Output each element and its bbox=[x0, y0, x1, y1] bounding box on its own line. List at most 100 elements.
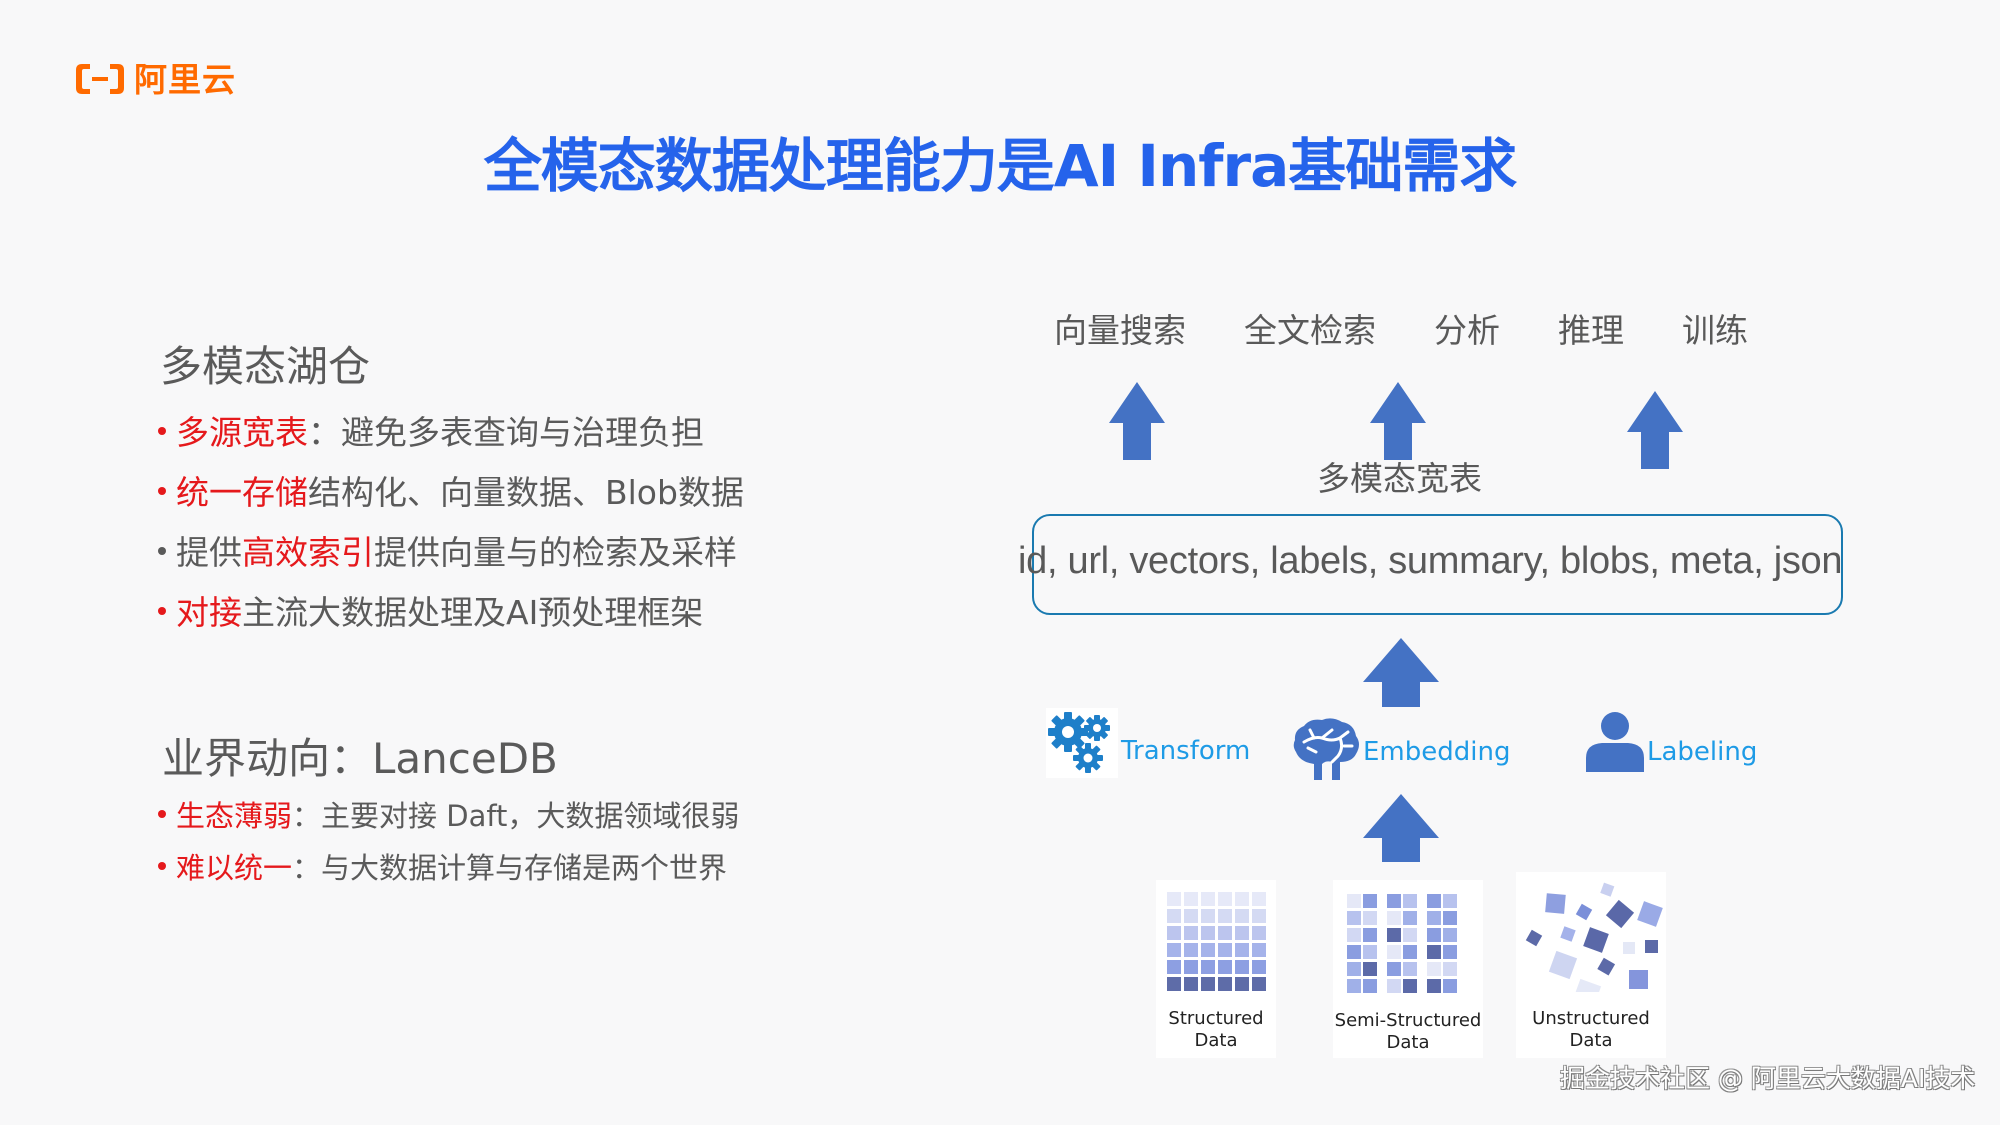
semi-structured-data-label-line1: Semi-Structured bbox=[1334, 1010, 1482, 1031]
bullet-text: ：主要对接 Daft，大数据领域很弱 bbox=[292, 799, 740, 833]
grid-cell bbox=[1167, 926, 1181, 940]
bullet-highlight: 统一存储 bbox=[176, 473, 308, 512]
grid-cell bbox=[1201, 926, 1215, 940]
grid-cell bbox=[1201, 943, 1215, 957]
grid-cell bbox=[1167, 892, 1181, 906]
bullet-item: 生态薄弱：主要对接 Daft，大数据领域很弱 bbox=[158, 802, 739, 831]
unstructured-data-label-line2: Data bbox=[1569, 1030, 1613, 1051]
grid-cell bbox=[1347, 979, 1361, 993]
section-heading-industry-trend: 业界动向：LanceDB bbox=[162, 734, 558, 783]
grid-cell bbox=[1443, 911, 1457, 925]
bullet-text: ：与大数据计算与存储是两个世界 bbox=[292, 851, 728, 885]
grid-cell bbox=[1235, 960, 1249, 974]
bullet-highlight: 多源宽表 bbox=[176, 413, 308, 452]
semi-structured-grid-icon bbox=[1347, 894, 1467, 998]
grid-cell bbox=[1235, 909, 1249, 923]
grid-cell bbox=[1363, 945, 1377, 959]
grid-cell bbox=[1387, 945, 1401, 959]
grid-cell bbox=[1403, 894, 1417, 908]
grid-cell bbox=[1347, 911, 1361, 925]
transform-label: Transform bbox=[1121, 736, 1251, 766]
bullet-text: 提供向量与的检索及采样 bbox=[374, 533, 737, 572]
section-heading-lakehouse: 多模态湖仓 bbox=[160, 342, 371, 391]
bullet-item: 统一存储结构化、向量数据、Blob数据 bbox=[158, 476, 744, 509]
grid-cell bbox=[1387, 894, 1401, 908]
bullet-item: 多源宽表：避免多表查询与治理负担 bbox=[158, 416, 704, 449]
up-arrow-icon bbox=[1363, 794, 1439, 862]
grid-cell bbox=[1167, 960, 1181, 974]
bullet-text: ：避免多表查询与治理负担 bbox=[308, 413, 704, 452]
grid-cell bbox=[1387, 928, 1401, 942]
grid-cell bbox=[1427, 894, 1441, 908]
grid-cell bbox=[1363, 911, 1377, 925]
grid-cell bbox=[1235, 977, 1249, 991]
bullet-dot bbox=[158, 486, 166, 495]
grid-cell bbox=[1443, 894, 1457, 908]
grid-cell bbox=[1347, 962, 1361, 976]
watermark: 掘金技术社区 @ 阿里云大数据AI技术 bbox=[1560, 1064, 1976, 1093]
structured-data-label-line1: Structured bbox=[1168, 1008, 1264, 1029]
grid-cell bbox=[1427, 911, 1441, 925]
grid-cell bbox=[1363, 928, 1377, 942]
embedding-label: Embedding bbox=[1363, 737, 1511, 767]
up-arrow-icon bbox=[1363, 638, 1439, 707]
grid-cell bbox=[1427, 979, 1441, 993]
grid-cell bbox=[1363, 894, 1377, 908]
bullet-highlight: 对接 bbox=[176, 593, 242, 632]
grid-cell bbox=[1235, 943, 1249, 957]
unstructured-data-label-line1: Unstructured bbox=[1532, 1008, 1650, 1029]
labeling-label: Labeling bbox=[1647, 737, 1758, 767]
grid-cell bbox=[1252, 943, 1266, 957]
use-case-fulltext-search: 全文检索 bbox=[1244, 311, 1376, 350]
grid-cell bbox=[1363, 962, 1377, 976]
structured-data-card: Structured Data bbox=[1156, 880, 1276, 1058]
up-arrow-icon bbox=[1109, 382, 1165, 460]
grid-cell bbox=[1403, 928, 1417, 942]
grid-cell bbox=[1218, 977, 1232, 991]
use-case-analytics: 分析 bbox=[1434, 311, 1500, 350]
grid-cell bbox=[1347, 894, 1361, 908]
grid-cell bbox=[1252, 909, 1266, 923]
grid-cell bbox=[1218, 892, 1232, 906]
unstructured-data-card: Unstructured Data bbox=[1516, 872, 1666, 1058]
grid-cell bbox=[1403, 945, 1417, 959]
grid-cell bbox=[1218, 960, 1232, 974]
bullet-dot bbox=[158, 606, 166, 615]
grid-cell bbox=[1201, 909, 1215, 923]
grid-cell bbox=[1184, 943, 1198, 957]
bullet-highlight: 生态薄弱 bbox=[176, 799, 293, 833]
grid-cell bbox=[1201, 960, 1215, 974]
bullet-highlight: 高效索引 bbox=[242, 533, 374, 572]
bullet-dot bbox=[158, 546, 166, 555]
grid-cell bbox=[1184, 926, 1198, 940]
structured-grid-icon bbox=[1167, 892, 1267, 996]
up-arrow-icon bbox=[1627, 391, 1683, 469]
grid-cell bbox=[1252, 960, 1266, 974]
grid-cell bbox=[1218, 943, 1232, 957]
use-case-training: 训练 bbox=[1682, 311, 1748, 350]
bullet-item: 难以统一：与大数据计算与存储是两个世界 bbox=[158, 854, 727, 883]
grid-cell bbox=[1235, 926, 1249, 940]
aliyun-logo-icon bbox=[76, 64, 124, 94]
grid-cell bbox=[1347, 945, 1361, 959]
person-icon bbox=[1586, 712, 1644, 772]
grid-cell bbox=[1252, 926, 1266, 940]
use-case-vector-search: 向量搜索 bbox=[1054, 311, 1186, 350]
grid-cell bbox=[1184, 892, 1198, 906]
scattered-squares-icon bbox=[1525, 882, 1663, 992]
grid-cell bbox=[1167, 977, 1181, 991]
grid-cell bbox=[1363, 979, 1377, 993]
grid-cell bbox=[1184, 960, 1198, 974]
grid-cell bbox=[1403, 911, 1417, 925]
semi-structured-data-label-line2: Data bbox=[1386, 1032, 1430, 1053]
brain-icon bbox=[1293, 718, 1359, 780]
grid-cell bbox=[1403, 962, 1417, 976]
grid-cell bbox=[1184, 909, 1198, 923]
grid-cell bbox=[1443, 945, 1457, 959]
grid-cell bbox=[1403, 979, 1417, 993]
grid-cell bbox=[1252, 892, 1266, 906]
grid-cell bbox=[1427, 928, 1441, 942]
grid-cell bbox=[1252, 977, 1266, 991]
wide-table-label: 多模态宽表 bbox=[1317, 459, 1482, 498]
up-arrow-icon bbox=[1370, 382, 1426, 460]
